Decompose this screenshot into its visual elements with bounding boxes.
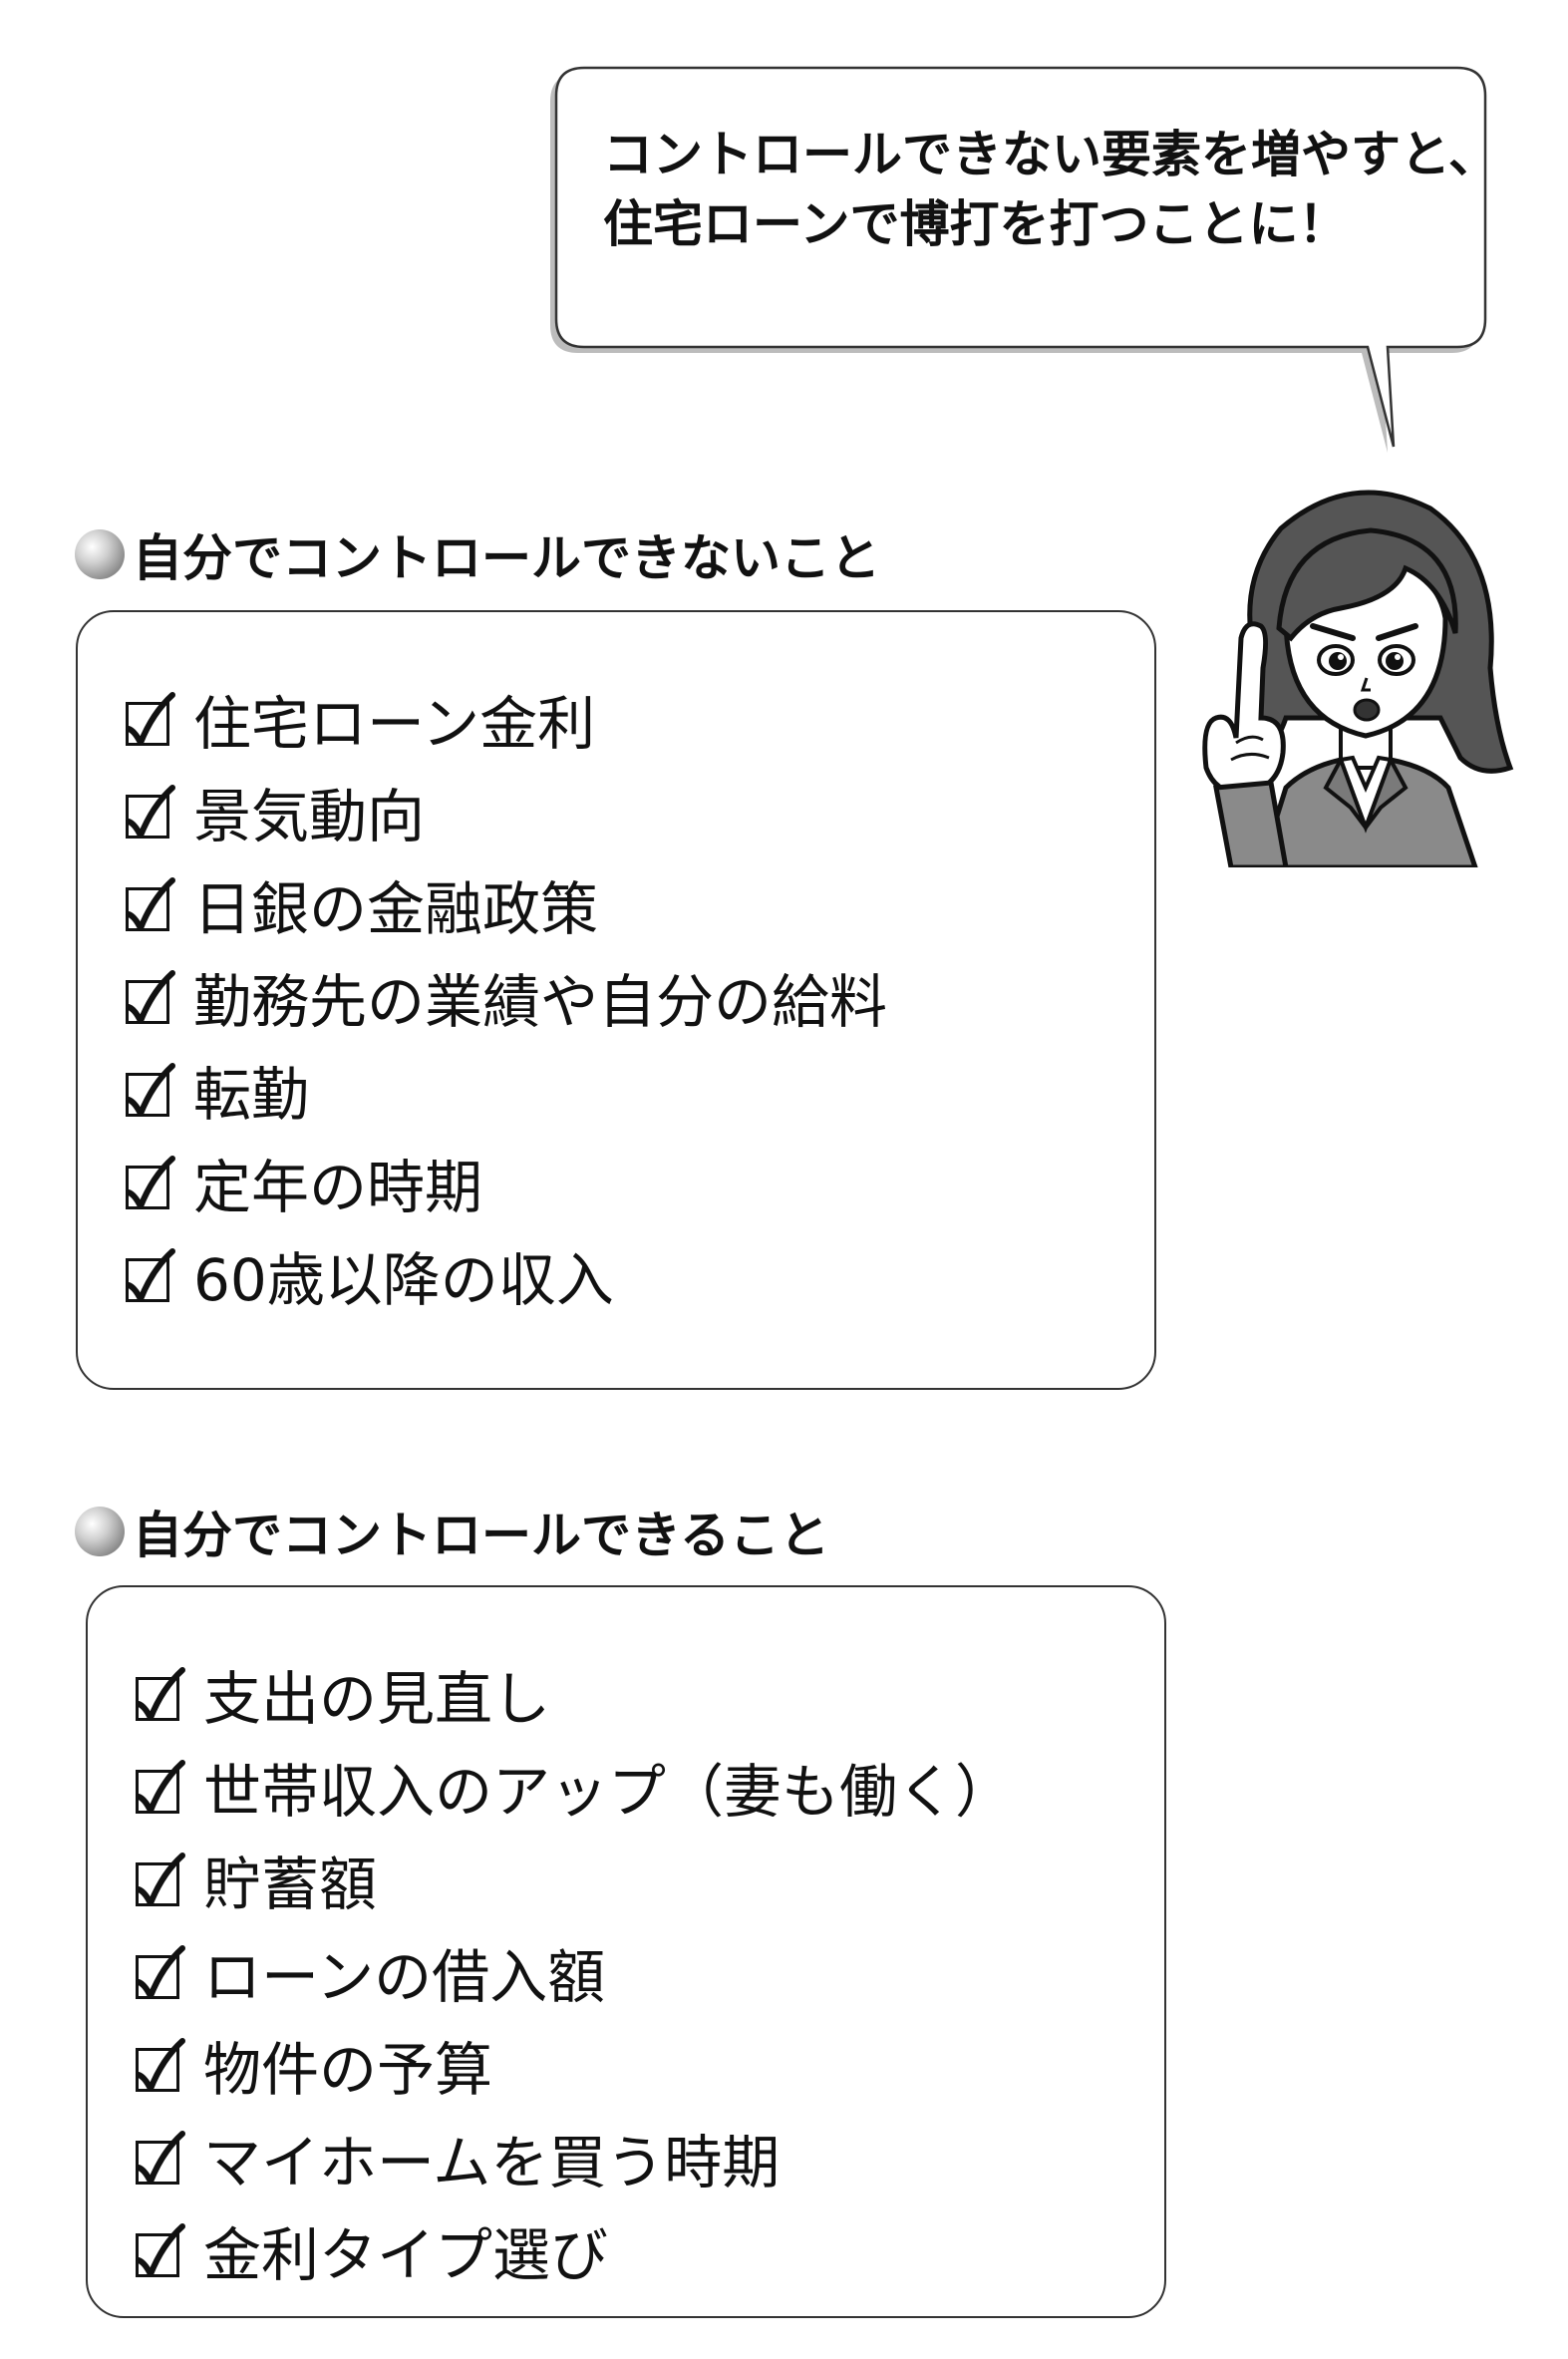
heading-text-controllable: 自分でコントロールできること (133, 1507, 829, 1564)
checked-checkbox-icon (126, 1062, 175, 1117)
checked-checkbox-icon (136, 1666, 185, 1721)
speech-bubble-shape (550, 66, 1487, 453)
speech-bubble-text: コントロールできない要素を増やすと、 住宅ローンで博打を打つことに！ (603, 120, 1498, 259)
list-item-label: 支出の見直し (203, 1664, 551, 1733)
list-item-label: 貯蓄額 (203, 1850, 378, 1918)
list-item-label: マイホームを買う時期 (203, 2128, 781, 2196)
list-item: 金利タイプ選び (136, 2203, 1013, 2296)
woman-pointing-illustration (1202, 490, 1514, 867)
uncontrollable-list: 住宅ローン金利景気動向日銀の金融政策勤務先の業績や自分の給料転勤定年の時期 60歳… (126, 672, 887, 1321)
sphere-bullet-icon (75, 529, 125, 579)
checked-checkbox-icon (136, 2222, 185, 2277)
checked-checkbox-icon (126, 691, 175, 746)
list-item-label: ローンの借入額 (203, 1942, 606, 2011)
checked-checkbox-icon (136, 2037, 185, 2092)
heading-text-uncontrollable: 自分でコントロールできないこと (133, 529, 880, 587)
list-item-label: 世帯収入のアップ（妻も働く） (203, 1757, 1014, 1826)
uncontrollable-list-box: 住宅ローン金利景気動向日銀の金融政策勤務先の業績や自分の給料転勤定年の時期 60歳… (76, 610, 1156, 1390)
list-item-label: 景気動向 (193, 782, 426, 850)
speech-bubble: コントロールできない要素を増やすと、 住宅ローンで博打を打つことに！ (548, 58, 1498, 457)
list-item-label: 金利タイプ選び (203, 2220, 609, 2289)
list-item: 勤務先の業績や自分の給料 (126, 950, 887, 1043)
list-item-label: 転勤 (193, 1060, 310, 1129)
list-item: 転勤 (126, 1043, 887, 1136)
checked-checkbox-icon (136, 2130, 185, 2185)
checked-checkbox-icon (126, 876, 175, 931)
section-heading-controllable: 自分でコントロールできること (75, 1496, 829, 1567)
list-item-label: 60歳以降の収入 (193, 1245, 614, 1314)
list-item: 60歳以降の収入 (126, 1228, 887, 1321)
list-item-label: 日銀の金融政策 (193, 874, 599, 943)
checked-checkbox-icon (136, 1944, 185, 1999)
checked-checkbox-icon (136, 1852, 185, 1906)
list-item: 定年の時期 (126, 1136, 887, 1228)
list-item: 貯蓄額 (136, 1833, 1013, 1925)
controllable-list: 支出の見直し世帯収入のアップ（妻も働く） 貯蓄額ローンの借入額物件の予算マイホーム… (136, 1647, 1013, 2296)
list-item: 日銀の金融政策 (126, 857, 887, 950)
list-item: 住宅ローン金利 (126, 672, 887, 765)
checked-checkbox-icon (126, 1247, 175, 1302)
checked-checkbox-icon (126, 969, 175, 1024)
speech-bubble-line-2: 住宅ローンで博打を打つことに！ (603, 195, 1349, 253)
list-item: 物件の予算 (136, 2018, 1013, 2111)
list-item: ローンの借入額 (136, 1925, 1013, 2018)
list-item: マイホームを買う時期 (136, 2111, 1013, 2203)
sphere-bullet-icon (75, 1507, 125, 1556)
checked-checkbox-icon (136, 1759, 185, 1814)
checked-checkbox-icon (126, 784, 175, 839)
checked-checkbox-icon (126, 1155, 175, 1209)
list-item-label: 住宅ローン金利 (193, 689, 596, 758)
list-item-label: 物件の予算 (203, 2035, 493, 2104)
speech-bubble-line-1: コントロールできない要素を増やすと、 (603, 126, 1498, 183)
controllable-list-box: 支出の見直し世帯収入のアップ（妻も働く） 貯蓄額ローンの借入額物件の予算マイホーム… (86, 1585, 1166, 2318)
list-item-label: 定年の時期 (193, 1153, 483, 1221)
list-item-label: 勤務先の業績や自分の給料 (193, 967, 888, 1036)
list-item: 支出の見直し (136, 1647, 1013, 1740)
section-heading-uncontrollable: 自分でコントロールできないこと (75, 518, 880, 590)
list-item: 景気動向 (126, 765, 887, 857)
list-item: 世帯収入のアップ（妻も働く） (136, 1740, 1013, 1833)
